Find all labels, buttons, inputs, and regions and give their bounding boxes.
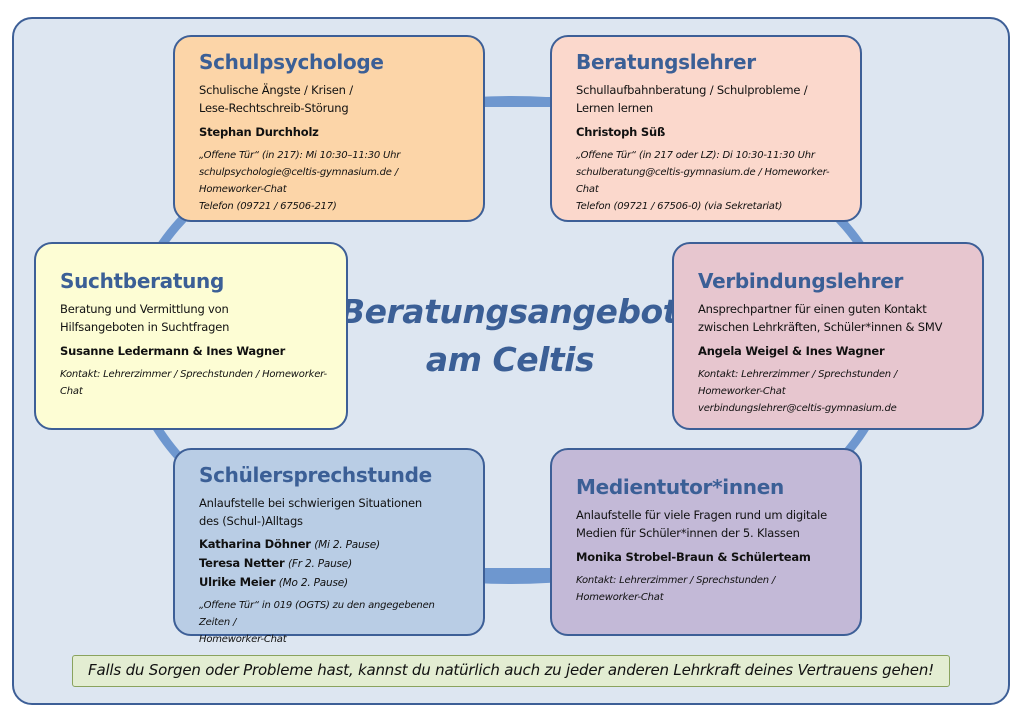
connector-bar-bottom bbox=[478, 568, 562, 578]
box-description-line: Schullaufbahnberatung / Schulprobleme / bbox=[576, 83, 808, 97]
contact-line: Kontakt: Lehrerzimmer / Sprechstunden / … bbox=[698, 369, 898, 397]
contact-line: „Offene Tür“ in 019 (OGTS) zu den angege… bbox=[199, 600, 435, 628]
main-title: Beratungsangebote am Celtis bbox=[340, 288, 700, 384]
contact-person: Stephan Durchholz bbox=[199, 125, 319, 139]
contact-person: Angela Weigel & Ines Wagner bbox=[698, 344, 885, 358]
box-description-line: Anlaufstelle bei schwierigen Situationen bbox=[199, 496, 422, 510]
connector-bar-top bbox=[478, 97, 562, 107]
consultation-time: (Fr 2. Pause) bbox=[287, 558, 352, 570]
contact-person-row: Ulrike Meier (Mo 2. Pause) bbox=[199, 573, 465, 592]
box-description-line: Lese-Rechtschreib-Störung bbox=[199, 101, 349, 115]
contact-email-line: verbindungslehrer@celtis-gymnasium.de bbox=[698, 403, 897, 414]
contact-person: Susanne Ledermann & Ines Wagner bbox=[60, 344, 286, 358]
contact-line: „Offene Tür“ (in 217): Mi 10:30–11:30 Uh… bbox=[199, 150, 401, 161]
main-title-line-2: am Celtis bbox=[425, 340, 595, 379]
contact-person: Monika Strobel-Braun & Schülerteam bbox=[576, 550, 811, 564]
box-medientutoren: Medientutor*innen Anlaufstelle für viele… bbox=[550, 448, 862, 636]
box-description-line: Ansprechpartner für einen guten Kontakt bbox=[698, 302, 927, 316]
box-heading: Beratungslehrer bbox=[576, 50, 756, 74]
box-description-line: Schulische Ängste / Krisen / bbox=[199, 83, 353, 97]
contact-phone-line: Telefon (09721 / 67506-0) (via Sekretari… bbox=[576, 201, 783, 212]
main-title-line-1: Beratungsangebote bbox=[340, 292, 700, 331]
contact-email-line: schulpsychologie@celtis-gymnasium.de / H… bbox=[199, 167, 398, 195]
box-description-line: Lernen lernen bbox=[576, 101, 653, 115]
contact-line: „Offene Tür“ (in 217 oder LZ): Di 10:30-… bbox=[576, 150, 815, 161]
contact-person: Katharina Döhner bbox=[199, 537, 311, 551]
consultation-time: (Mi 2. Pause) bbox=[314, 539, 380, 551]
box-description-line: Medien für Schüler*innen der 5. Klassen bbox=[576, 526, 800, 540]
box-heading: Medientutor*innen bbox=[576, 475, 784, 499]
consultation-time: (Mo 2. Pause) bbox=[278, 577, 348, 589]
contact-person-row: Katharina Döhner (Mi 2. Pause) bbox=[199, 535, 465, 554]
box-heading: Schulpsychologe bbox=[199, 50, 384, 74]
box-heading: Schülersprechstunde bbox=[199, 463, 432, 487]
contact-line: Kontakt: Lehrerzimmer / Sprechstunden / … bbox=[576, 575, 776, 603]
contact-person: Ulrike Meier bbox=[199, 575, 276, 589]
box-heading: Suchtberatung bbox=[60, 269, 224, 293]
box-suchtberatung: Suchtberatung Beratung und Vermittlung v… bbox=[34, 242, 348, 430]
contact-person: Teresa Netter bbox=[199, 556, 285, 570]
box-description-line: des (Schul-)Alltags bbox=[199, 514, 303, 528]
box-description-line: Anlaufstelle für viele Fragen rund um di… bbox=[576, 508, 828, 522]
contact-phone-line: Telefon (09721 / 67506-217) bbox=[199, 201, 337, 212]
contact-people-list: Katharina Döhner (Mi 2. Pause) Teresa Ne… bbox=[199, 535, 465, 592]
footer-banner: Falls du Sorgen oder Probleme hast, kann… bbox=[72, 655, 950, 687]
box-verbindungslehrer: Verbindungslehrer Ansprechpartner für ei… bbox=[672, 242, 984, 430]
contact-line: Kontakt: Lehrerzimmer / Sprechstunden / … bbox=[60, 369, 327, 397]
box-description-line: Hilfsangeboten in Suchtfragen bbox=[60, 320, 230, 334]
contact-person-row: Teresa Netter (Fr 2. Pause) bbox=[199, 554, 465, 573]
box-schuelersprechstunde: Schülersprechstunde Anlaufstelle bei sch… bbox=[173, 448, 485, 645]
contact-email-line: schulberatung@celtis-gymnasium.de / Home… bbox=[576, 167, 830, 195]
contact-line: Homeworker-Chat bbox=[199, 634, 287, 645]
box-description-line: zwischen Lehrkräften, Schüler*innen & SM… bbox=[698, 320, 943, 334]
box-heading: Verbindungslehrer bbox=[698, 269, 904, 293]
box-description-line: Beratung und Vermittlung von bbox=[60, 302, 229, 316]
box-beratungslehrer: Beratungslehrer Schullaufbahnberatung / … bbox=[550, 35, 862, 222]
contact-person: Christoph Süß bbox=[576, 125, 666, 139]
box-schulpsychologe: Schulpsychologe Schulische Ängste / Kris… bbox=[173, 35, 485, 222]
